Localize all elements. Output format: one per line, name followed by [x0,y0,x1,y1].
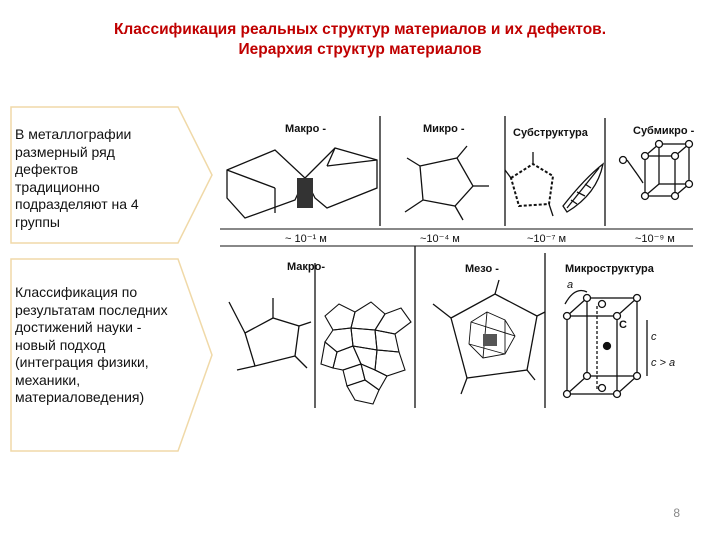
annotation-a: a [567,279,573,291]
macro-grain-drawing [228,298,312,371]
structure-hierarchy-figure: Макро - Микро - Субструктура Субмикро - … [215,108,695,413]
substructure-drawing [504,152,604,217]
info-box-traditional: В металлографии размерный ряд дефектов т… [10,106,215,244]
info-box-new-approach-text: Классификация по результатам последних д… [15,284,168,405]
box-arrow-shape-1 [10,106,213,244]
annotation-c-greater-a: c > a [651,357,675,369]
slide-title: Классификация реальных структур материал… [0,20,720,60]
label-microstructure: Микроструктура [565,263,655,275]
scale-substructure: ~10⁻⁷ м [527,233,566,245]
microstructure-cell-drawing [562,289,648,399]
title-line-2: Иерархия структур материалов [238,41,482,58]
scale-micro: ~10⁻⁴ м [420,233,460,245]
box-arrow-shape-2 [10,258,213,452]
page-number: 8 [673,506,680,520]
label-substructure: Субструктура [513,127,589,139]
label-submicro: Субмикро - [633,125,695,137]
polycrystal-mesh-drawing [320,301,412,405]
structure-hierarchy-svg: Макро - Микро - Субструктура Субмикро - … [220,116,695,408]
meso-grain-drawing [432,279,546,395]
info-box-new-approach: Классификация по результатам последних д… [10,258,215,452]
annotation-c-side: c [651,331,657,343]
label-macro-top: Макро - [285,123,326,135]
label-macro-bottom: Макро- [287,261,325,273]
micro-grain-drawing [404,145,489,221]
scale-submicro: ~10⁻⁹ м [635,233,675,245]
label-meso: Мезо - [465,263,499,275]
macro-fracture-drawing [226,147,378,219]
annotation-c-center: C [619,319,627,331]
info-box-traditional-text: В металлографии размерный ряд дефектов т… [15,126,139,230]
label-micro-top: Микро - [423,123,465,135]
submicro-cell-drawing [618,139,694,201]
title-line-1: Классификация реальных структур материал… [113,21,607,38]
scale-macro: ~ 10⁻¹ м [285,233,327,245]
